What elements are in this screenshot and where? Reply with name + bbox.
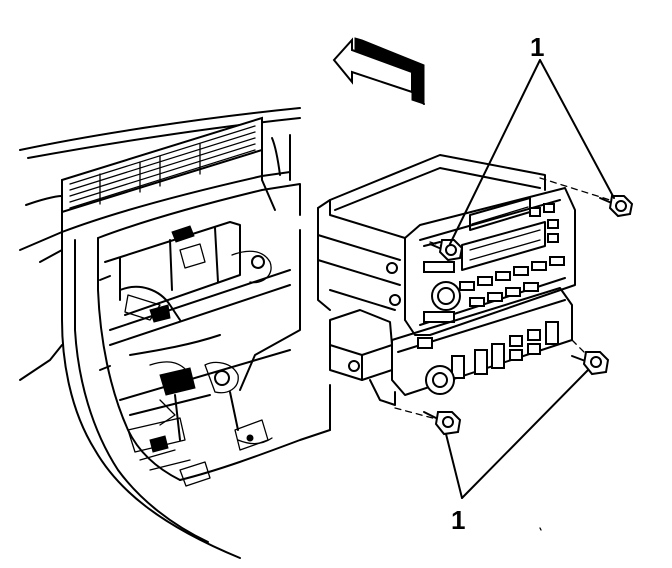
bolt-top-left (429, 239, 464, 262)
bolt-bottom-right (571, 351, 610, 376)
climate-buttons (417, 321, 559, 379)
radio-receiver (317, 154, 611, 421)
volume-knob (423, 241, 461, 323)
callout-label-top: 1 (530, 32, 545, 62)
leader-lines (445, 59, 615, 499)
bolt-icon (423, 195, 634, 436)
mounting-brackets (99, 221, 291, 487)
preset-buttons (459, 203, 565, 307)
instrument-panel (19, 107, 331, 559)
air-vent (61, 116, 263, 214)
callout-label-bottom: 1 (451, 505, 466, 535)
bolt-bottom-left (423, 411, 462, 436)
direction-arrow-icon (332, 37, 425, 105)
bolt-top-right (599, 195, 634, 218)
